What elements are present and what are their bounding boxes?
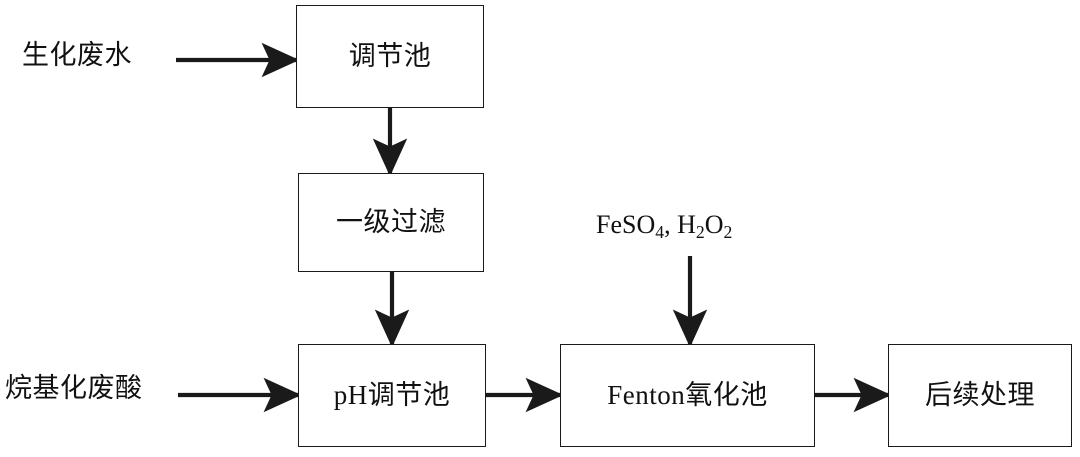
reagent-label-fenton-reagents: FeSO4, H2O2	[596, 210, 733, 242]
node-fenton-oxidation-tank[interactable]: Fenton氧化池	[560, 344, 815, 447]
node-label-subsequent-treatment: 后续处理	[925, 380, 1035, 410]
node-label-primary-filter: 一级过滤	[336, 207, 446, 237]
node-subsequent-treatment[interactable]: 后续处理	[888, 344, 1072, 447]
input-label-biochemical-wastewater: 生化废水	[22, 40, 132, 70]
node-adjust-tank[interactable]: 调节池	[296, 5, 484, 108]
node-label-fenton-oxidation-tank: Fenton氧化池	[607, 380, 768, 410]
node-primary-filter[interactable]: 一级过滤	[298, 173, 484, 272]
input-label-alkylation-waste-acid: 烷基化废酸	[5, 373, 143, 403]
node-label-adjust-tank: 调节池	[348, 41, 432, 71]
node-ph-adjust-tank[interactable]: pH调节池	[298, 344, 486, 447]
node-label-ph-adjust-tank: pH调节池	[333, 380, 451, 410]
